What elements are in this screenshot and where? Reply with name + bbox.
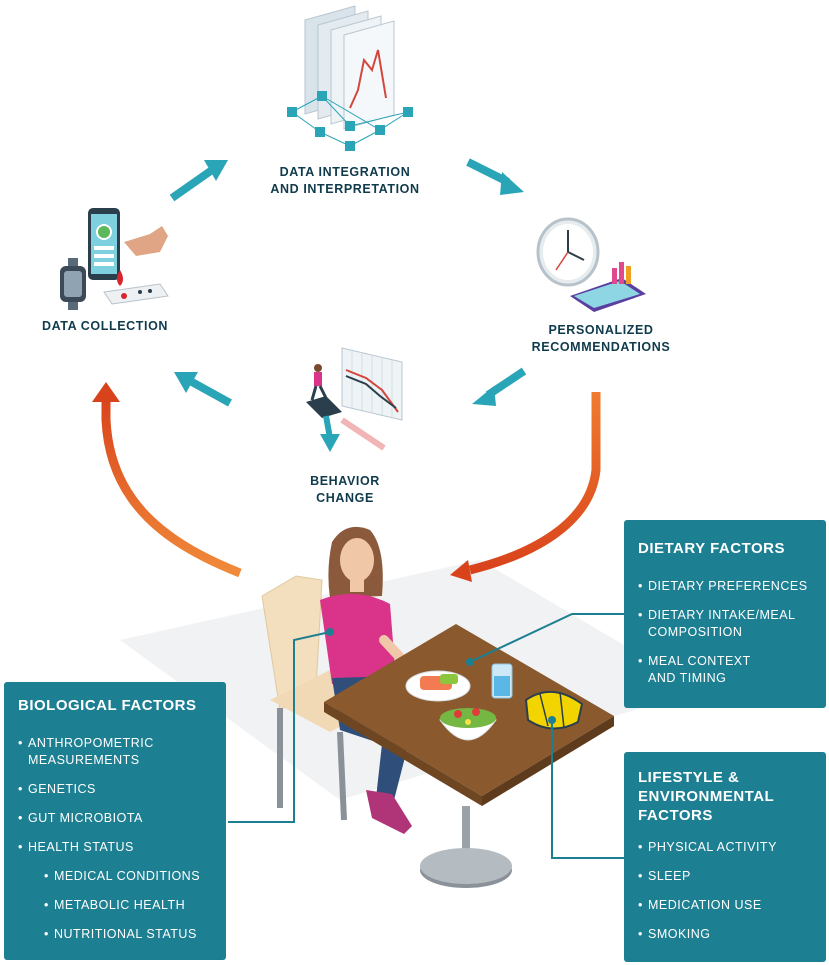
lifestyle-item: MEDICATION USE xyxy=(638,897,814,914)
biological-factors-box: BIOLOGICAL FACTORS ANTHROPOMETRIC MEASUR… xyxy=(4,682,226,960)
dietary-factors-box: DIETARY FACTORS DIETARY PREFERENCES DIET… xyxy=(624,520,826,708)
clock-icon xyxy=(536,217,600,287)
label-behavior-change: BEHAVIOR CHANGE xyxy=(310,474,380,505)
cycle-arrow-3 xyxy=(472,367,527,406)
smartwatch-icon xyxy=(60,258,86,310)
grid-chart-icon xyxy=(287,5,413,151)
biological-item: HEALTH STATUS xyxy=(18,839,216,856)
lifestyle-factors-box: LIFESTYLE & ENVIRONMENTAL FACTORS PHYSIC… xyxy=(624,752,826,962)
bike-helmet xyxy=(524,690,584,730)
blood-drop-icon xyxy=(117,270,123,286)
label-data-collection: DATA COLLECTION xyxy=(41,319,169,333)
test-strip-icon xyxy=(103,283,169,305)
lifestyle-item: PHYSICAL ACTIVITY xyxy=(638,839,814,856)
lifestyle-factors-list: PHYSICAL ACTIVITY SLEEP MEDICATION USE S… xyxy=(638,839,814,943)
label-data-integration: DATA INTEGRATION AND INTERPRETATION xyxy=(270,165,420,196)
cycle-arrow-2 xyxy=(466,158,524,195)
salad-bowl xyxy=(439,708,497,741)
cycle-arrow-4 xyxy=(174,372,232,407)
dietary-factors-list: DIETARY PREFERENCES DIETARY INTAKE/MEAL … xyxy=(638,578,814,687)
salmon-plate xyxy=(405,670,471,702)
phone-bar-chart-icon xyxy=(570,262,646,312)
biological-item: ANTHROPOMETRIC MEASUREMENTS xyxy=(18,735,216,769)
label-personalized-recommendations: PERSONALIZED RECOMMENDATIONS xyxy=(531,323,671,354)
smartphone-icon xyxy=(88,208,120,280)
biological-factors-title: BIOLOGICAL FACTORS xyxy=(18,697,197,714)
runner-icon xyxy=(306,364,342,418)
orange-arrow-left xyxy=(92,382,242,578)
lifestyle-item: SMOKING xyxy=(638,926,814,943)
connector-lifestyle xyxy=(551,720,624,859)
dietary-factors-title: DIETARY FACTORS xyxy=(638,540,785,557)
behavior-arrow-down xyxy=(320,415,386,452)
dietary-item: DIETARY INTAKE/MEAL COMPOSITION xyxy=(638,607,814,641)
lifestyle-factors-title: LIFESTYLE & ENVIRONMENTAL FACTORS xyxy=(638,769,775,824)
biological-subitem: METABOLIC HEALTH xyxy=(44,897,216,914)
connector-biological xyxy=(228,631,331,823)
connector-lines xyxy=(228,613,624,859)
dietary-item: DIETARY PREFERENCES xyxy=(638,578,814,595)
biological-subitem: MEDICAL CONDITIONS xyxy=(44,868,216,885)
biological-item: GUT MICROBIOTA xyxy=(18,810,216,827)
pointing-hand-icon xyxy=(124,226,168,256)
biological-item: GENETICS xyxy=(18,781,216,798)
biological-subitem: NUTRITIONAL STATUS xyxy=(44,926,216,943)
dietary-item: MEAL CONTEXT AND TIMING xyxy=(638,653,814,687)
biological-factors-list: ANTHROPOMETRIC MEASUREMENTS GENETICS GUT… xyxy=(18,735,216,943)
declining-chart-icon xyxy=(341,347,403,421)
water-glass xyxy=(491,663,513,699)
connector-dietary xyxy=(469,613,624,663)
orange-arrow-right xyxy=(450,392,601,582)
lifestyle-item: SLEEP xyxy=(638,868,814,885)
cycle-arrow-1 xyxy=(169,160,228,202)
